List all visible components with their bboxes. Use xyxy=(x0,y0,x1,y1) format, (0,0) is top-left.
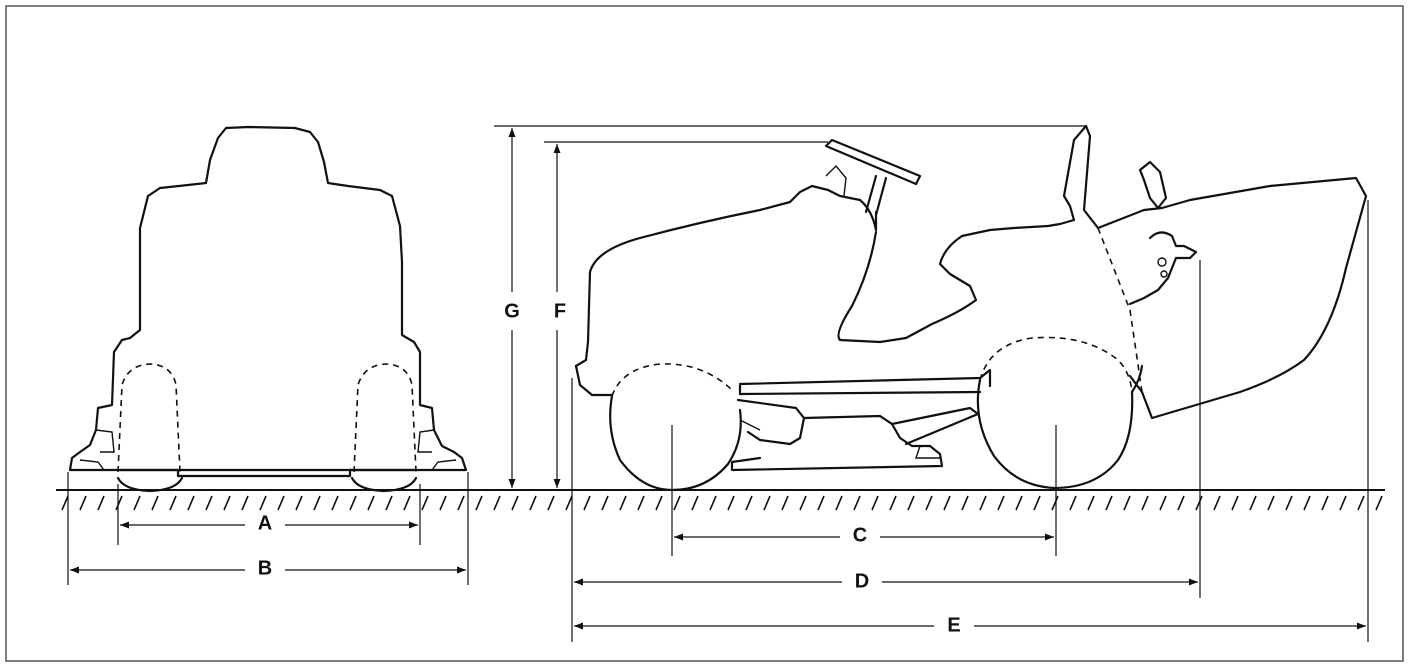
figure-border xyxy=(5,5,1404,662)
ground-hatch xyxy=(1231,495,1239,511)
ground-hatch xyxy=(1087,495,1095,511)
ground-hatch xyxy=(457,495,465,511)
ground-hatch xyxy=(1033,495,1041,511)
label-e: E xyxy=(947,614,960,636)
ground-hatch xyxy=(349,495,357,511)
ground-hatch xyxy=(1159,495,1167,511)
ground-hatch xyxy=(1051,495,1059,511)
ground-hatch xyxy=(367,495,375,511)
ground-hatch xyxy=(943,495,951,511)
ground-hatch xyxy=(1249,495,1257,511)
ground-hatch xyxy=(637,495,645,511)
ground-hatch xyxy=(1213,495,1221,511)
ground-hatch xyxy=(727,495,735,511)
ground-hatch xyxy=(511,495,519,511)
ground-hatch xyxy=(961,495,969,511)
ground-hatch xyxy=(1339,495,1347,511)
ground-hatch xyxy=(835,495,843,511)
ground-hatch xyxy=(187,495,195,511)
ground-hatch xyxy=(1015,495,1023,511)
ground-hatch xyxy=(295,495,303,511)
ground-hatch xyxy=(61,495,69,511)
ground-hatch xyxy=(853,495,861,511)
ground-hatch xyxy=(1195,495,1203,511)
ground-hatch xyxy=(1267,495,1275,511)
ground-hatch xyxy=(169,495,177,511)
ground-hatch xyxy=(619,495,627,511)
ground-hatch xyxy=(439,495,447,511)
ground-hatch xyxy=(601,495,609,511)
ground-hatch xyxy=(475,495,483,511)
ground-hatch xyxy=(1303,495,1311,511)
dimension-labels: A B C D E F G xyxy=(258,300,961,636)
ground-hatch xyxy=(1123,495,1131,511)
ground-hatch xyxy=(673,495,681,511)
ground-hatch xyxy=(745,495,753,511)
ground-hatch xyxy=(1375,495,1383,511)
ground-hatch xyxy=(709,495,717,511)
ground-hatch xyxy=(907,495,915,511)
ground-hatch xyxy=(799,495,807,511)
label-f: F xyxy=(554,300,566,322)
ground-hatch xyxy=(97,495,105,511)
ground-hatch xyxy=(205,495,213,511)
ground-hatch xyxy=(1105,495,1113,511)
ground-hatch xyxy=(313,495,321,511)
ground-hatch xyxy=(925,495,933,511)
ground-hatch xyxy=(241,495,249,511)
ground-hatch xyxy=(1321,495,1329,511)
ground-hatch xyxy=(421,495,429,511)
ground-hatch xyxy=(979,495,987,511)
ground-hatch xyxy=(997,495,1005,511)
ground-hatch xyxy=(133,495,141,511)
ground-hatch xyxy=(277,495,285,511)
dimension-lines xyxy=(67,125,1369,642)
ground-hatch xyxy=(1141,495,1149,511)
ground-hatch xyxy=(79,495,87,511)
ground-hatch xyxy=(1357,495,1365,511)
ground-hatch xyxy=(763,495,771,511)
ground-hatch xyxy=(223,495,231,511)
ground-hatch xyxy=(529,495,537,511)
ground-hatch xyxy=(493,495,501,511)
ground-hatch xyxy=(817,495,825,511)
label-d: D xyxy=(855,570,869,592)
ground xyxy=(56,489,1385,511)
ground-hatch xyxy=(889,495,897,511)
ground-hatch xyxy=(583,495,591,511)
ground-hatch xyxy=(115,495,123,511)
label-g: G xyxy=(504,300,520,322)
label-a: A xyxy=(258,512,272,534)
ground-hatch xyxy=(691,495,699,511)
ground-hatch xyxy=(403,495,411,511)
ground-hatch xyxy=(547,495,555,511)
ground-hatch xyxy=(331,495,339,511)
ground-hatch xyxy=(655,495,663,511)
ground-hatch xyxy=(151,495,159,511)
side-view-tractor xyxy=(574,124,1368,492)
ground-hatch xyxy=(1285,495,1293,511)
label-c: C xyxy=(853,524,867,546)
ground-hatch xyxy=(781,495,789,511)
ground-hatch xyxy=(1177,495,1185,511)
ground-hatch xyxy=(871,495,879,511)
ground-hatch xyxy=(1069,495,1077,511)
label-b: B xyxy=(258,557,272,579)
front-view-tractor xyxy=(68,125,468,493)
ground-hatch xyxy=(565,495,573,511)
ground-hatch xyxy=(259,495,267,511)
ground-hatch xyxy=(385,495,393,511)
